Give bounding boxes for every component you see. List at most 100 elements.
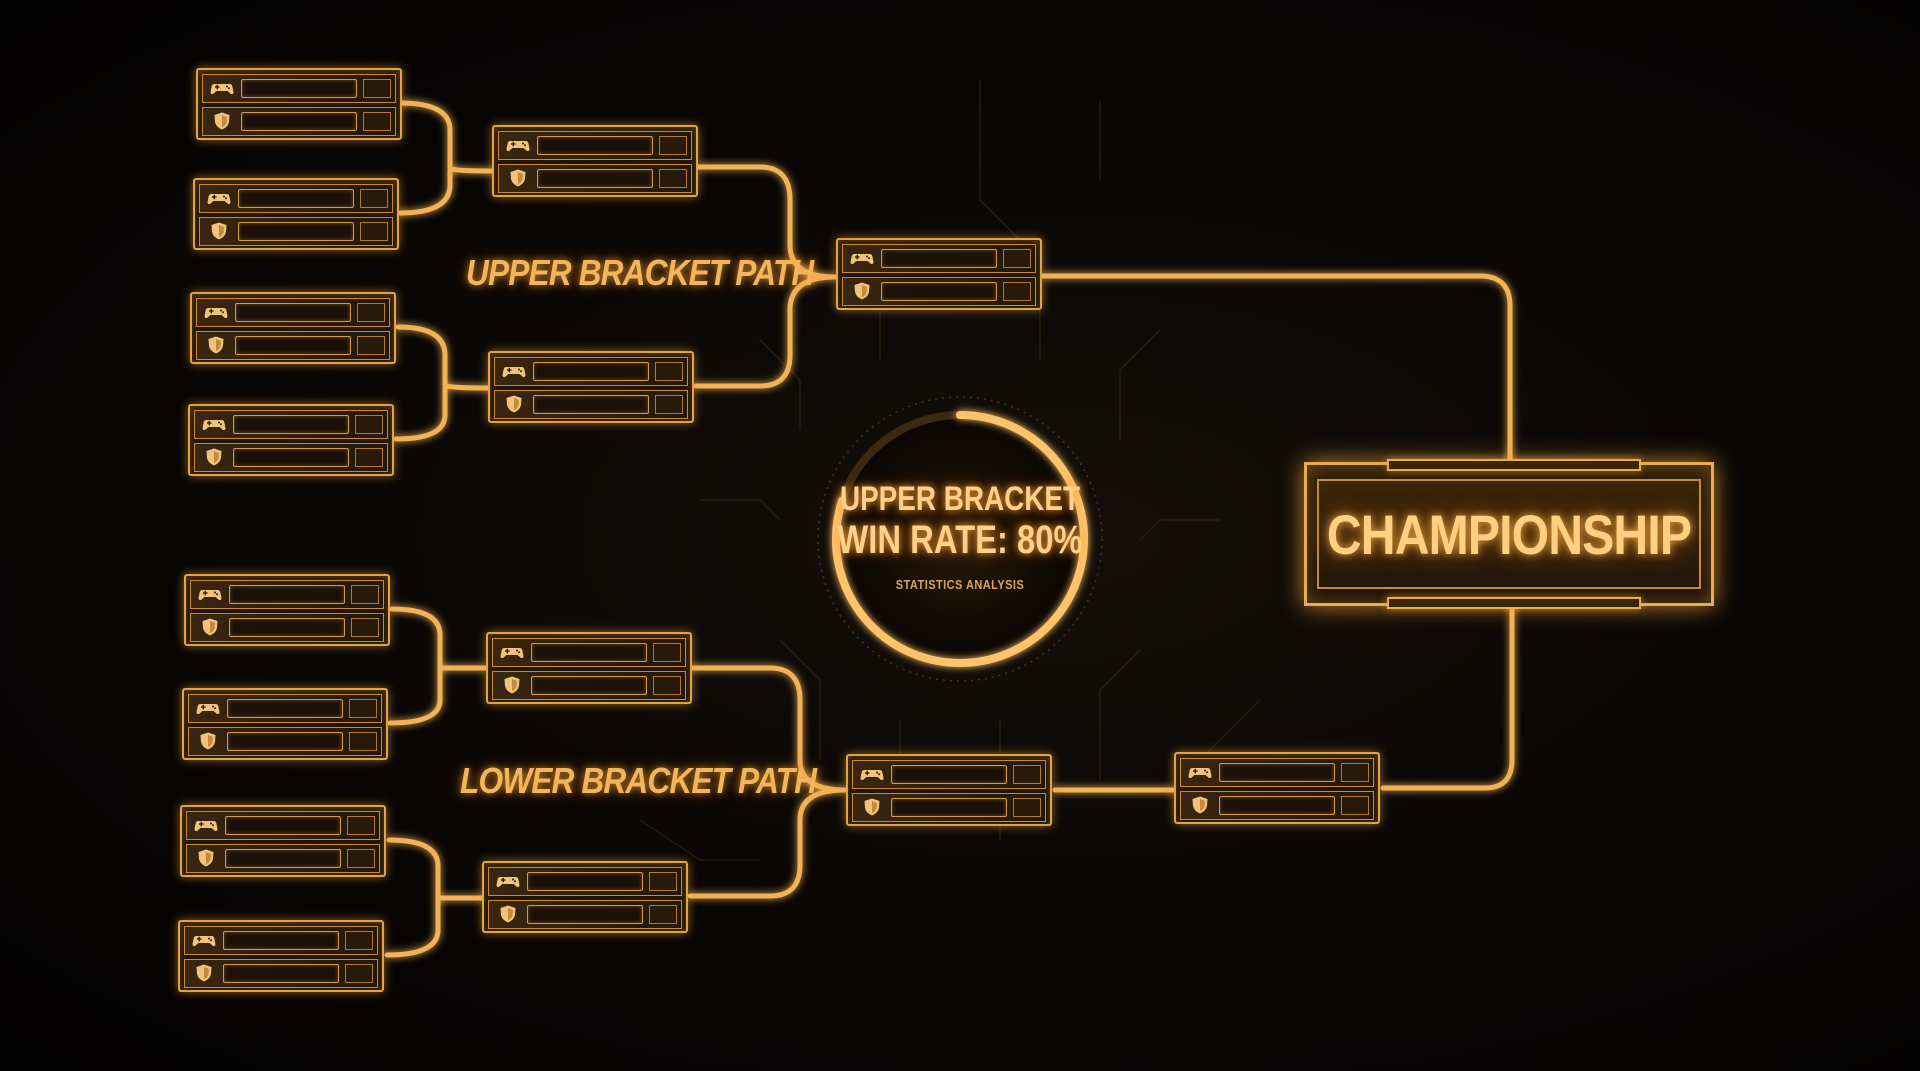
- gamepad-icon: [859, 764, 885, 784]
- championship-top-tab: [1387, 459, 1641, 471]
- player-name-field: [238, 222, 354, 241]
- score-field: [1341, 763, 1369, 782]
- player-slot-bottom[interactable]: [194, 443, 388, 472]
- player-slot-bottom[interactable]: [186, 844, 380, 873]
- stat-heading: UPPER BRACKET: [839, 480, 1081, 518]
- score-field: [1003, 282, 1031, 301]
- player-slot-bottom[interactable]: [492, 671, 686, 700]
- lower-r1-match-3[interactable]: [180, 805, 386, 877]
- player-slot-bottom[interactable]: [488, 900, 682, 929]
- score-field: [363, 112, 391, 131]
- upper-r1-match-1[interactable]: [196, 68, 402, 140]
- score-field: [649, 872, 677, 891]
- player-name-field: [537, 136, 653, 155]
- player-slot-bottom[interactable]: [852, 793, 1046, 822]
- player-slot-bottom[interactable]: [202, 107, 396, 136]
- upper-r1-match-3[interactable]: [190, 292, 396, 364]
- score-field: [355, 415, 383, 434]
- player-slot-bottom[interactable]: [842, 277, 1036, 306]
- player-slot-top[interactable]: [188, 694, 382, 723]
- lower-final-match[interactable]: [1174, 752, 1380, 824]
- lower-r1-match-4[interactable]: [178, 920, 384, 992]
- upper-r1-match-4[interactable]: [188, 404, 394, 476]
- shield-icon: [193, 848, 219, 868]
- player-slot-top[interactable]: [190, 580, 384, 609]
- upper-r1-match-2[interactable]: [193, 178, 399, 250]
- player-name-field: [229, 585, 345, 604]
- score-field: [659, 169, 687, 188]
- shield-icon: [495, 904, 521, 924]
- shield-icon: [859, 797, 885, 817]
- player-slot-top[interactable]: [186, 811, 380, 840]
- championship-inner-panel: CHAMPIONSHIP: [1317, 479, 1701, 589]
- player-name-field: [891, 798, 1007, 817]
- gamepad-icon: [203, 302, 229, 322]
- score-field: [357, 336, 385, 355]
- score-field: [347, 849, 375, 868]
- gamepad-icon: [201, 414, 227, 434]
- score-field: [347, 816, 375, 835]
- shield-icon: [849, 281, 875, 301]
- player-name-field: [531, 676, 647, 695]
- shield-icon: [1187, 795, 1213, 815]
- player-slot-bottom[interactable]: [190, 613, 384, 642]
- player-slot-bottom[interactable]: [184, 959, 378, 988]
- shield-icon: [195, 731, 221, 751]
- player-slot-top[interactable]: [842, 244, 1036, 273]
- player-name-field: [1219, 796, 1335, 815]
- player-slot-top[interactable]: [202, 74, 396, 103]
- score-field: [360, 189, 388, 208]
- lower-r2-match-1[interactable]: [486, 632, 692, 704]
- upper-r2-match-1[interactable]: [492, 125, 698, 197]
- lower-bracket-path-label: LOWER BRACKET PATH: [460, 760, 817, 801]
- player-name-field: [233, 448, 349, 467]
- shield-icon: [209, 111, 235, 131]
- lower-r1-match-2[interactable]: [182, 688, 388, 760]
- player-slot-top[interactable]: [852, 760, 1046, 789]
- score-field: [355, 448, 383, 467]
- player-slot-bottom[interactable]: [188, 727, 382, 756]
- score-field: [1013, 798, 1041, 817]
- player-slot-top[interactable]: [492, 638, 686, 667]
- player-name-field: [537, 169, 653, 188]
- player-slot-top[interactable]: [1180, 758, 1374, 787]
- gamepad-icon: [849, 248, 875, 268]
- gamepad-icon: [206, 188, 232, 208]
- player-slot-top[interactable]: [196, 298, 390, 327]
- score-field: [349, 732, 377, 751]
- championship-title: CHAMPIONSHIP: [1326, 502, 1692, 566]
- player-name-field: [238, 189, 354, 208]
- player-name-field: [233, 415, 349, 434]
- upper-final-match[interactable]: [836, 238, 1042, 310]
- player-name-field: [223, 964, 339, 983]
- score-field: [655, 395, 683, 414]
- player-name-field: [225, 816, 341, 835]
- score-field: [345, 931, 373, 950]
- player-slot-top[interactable]: [199, 184, 393, 213]
- lower-r2-match-2[interactable]: [482, 861, 688, 933]
- player-slot-top[interactable]: [488, 867, 682, 896]
- player-slot-top[interactable]: [184, 926, 378, 955]
- player-slot-bottom[interactable]: [199, 217, 393, 246]
- player-name-field: [527, 872, 643, 891]
- upper-r2-match-2[interactable]: [488, 351, 694, 423]
- player-name-field: [881, 249, 997, 268]
- player-slot-bottom[interactable]: [1180, 791, 1374, 820]
- gamepad-icon: [1187, 762, 1213, 782]
- lower-r1-match-1[interactable]: [184, 574, 390, 646]
- score-field: [649, 905, 677, 924]
- player-name-field: [227, 732, 343, 751]
- score-field: [1013, 765, 1041, 784]
- player-slot-bottom[interactable]: [494, 390, 688, 419]
- shield-icon: [206, 221, 232, 241]
- gamepad-icon: [495, 871, 521, 891]
- score-field: [655, 362, 683, 381]
- lower-r3-match[interactable]: [846, 754, 1052, 826]
- player-slot-top[interactable]: [194, 410, 388, 439]
- player-slot-top[interactable]: [498, 131, 692, 160]
- championship-box[interactable]: CHAMPIONSHIP: [1304, 459, 1714, 609]
- player-slot-bottom[interactable]: [498, 164, 692, 193]
- player-slot-top[interactable]: [494, 357, 688, 386]
- player-slot-bottom[interactable]: [196, 331, 390, 360]
